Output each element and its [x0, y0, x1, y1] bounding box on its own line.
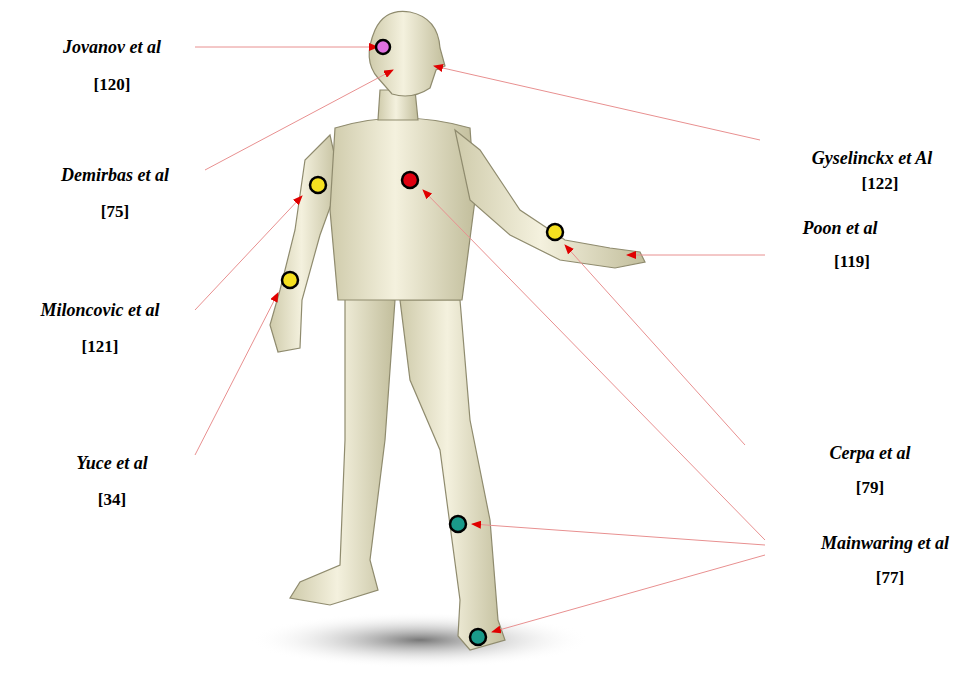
citation-number: [75]: [101, 202, 129, 222]
human-figure: [270, 11, 645, 650]
author-label: Mainwaring et al: [821, 533, 949, 554]
author-label: Yuce et al: [76, 453, 147, 474]
shadow: [250, 612, 590, 668]
leader-lines: [195, 47, 765, 632]
citation-number: [119]: [834, 252, 870, 272]
author-label: Demirbas et al: [61, 165, 169, 186]
author-label: Cerpa et al: [830, 443, 911, 464]
author-label: Poon et al: [803, 218, 878, 239]
author-label: Gyselinckx et Al: [812, 148, 932, 169]
citation-number: [77]: [876, 568, 904, 588]
author-label: Miloncovic et al: [41, 300, 160, 321]
citation-number: [34]: [98, 490, 126, 510]
sensor-dots: [282, 40, 563, 645]
citation-number: [122]: [862, 174, 899, 194]
citation-number: [121]: [82, 337, 119, 357]
author-label: Jovanov et al: [63, 37, 161, 58]
citation-number: [79]: [856, 478, 884, 498]
citation-number: [120]: [94, 75, 131, 95]
